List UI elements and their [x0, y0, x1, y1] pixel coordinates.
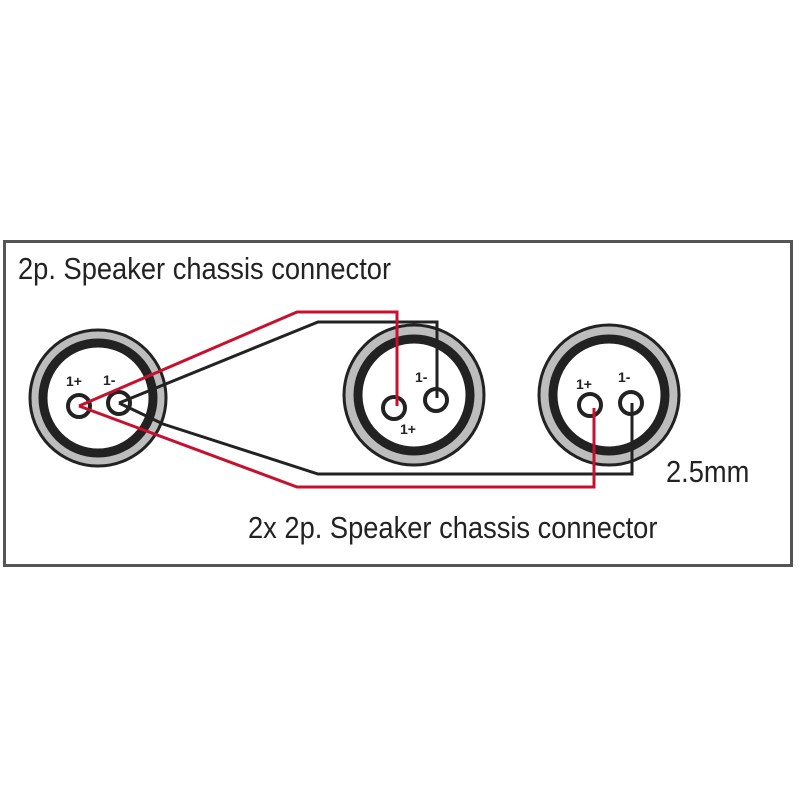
- target-b-pin-minus-label: 1-: [618, 369, 631, 385]
- negative-wire-to-target-b: [118, 401, 634, 476]
- target-connector-a: 1+ 1-: [342, 323, 486, 467]
- positive-wire-to-target-a: [78, 310, 399, 408]
- target-connector-b: 1+ 1-: [537, 323, 681, 467]
- target-a-pin-plus: [381, 395, 407, 421]
- wire-gauge-label: 2.5mm: [666, 454, 750, 489]
- source-pin-minus-label: 1-: [103, 372, 116, 388]
- target-b-inner-ring: [548, 334, 670, 456]
- target-b-pin-plus: [577, 392, 603, 418]
- source-pin-plus-label: 1+: [66, 373, 82, 389]
- negative-wires: [118, 320, 634, 476]
- target-connectors-title: 2x 2p. Speaker chassis connector: [248, 510, 658, 545]
- target-b-pin-plus-label: 1+: [576, 376, 592, 392]
- target-a-pin-minus-label: 1-: [415, 369, 428, 385]
- target-a-inner-ring: [353, 334, 475, 456]
- target-a-pin-plus-label: 1+: [400, 421, 416, 437]
- source-connector-title: 2p. Speaker chassis connector: [18, 251, 392, 286]
- negative-wire-to-target-a: [118, 320, 439, 405]
- positive-wires: [78, 310, 596, 489]
- positive-wire-to-target-b: [78, 404, 596, 489]
